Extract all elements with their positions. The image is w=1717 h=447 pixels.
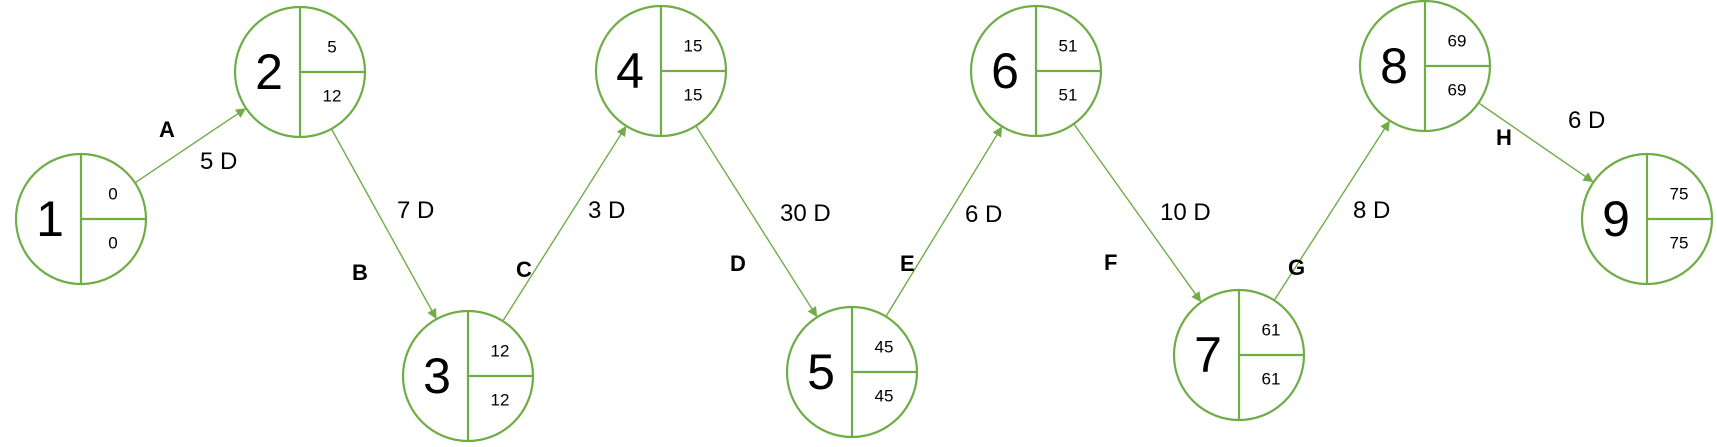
duration-label: 6 D [965, 201, 1002, 228]
node-number: 2 [255, 44, 283, 100]
latest-time: 12 [323, 87, 342, 106]
latest-time: 12 [491, 391, 510, 410]
node-number: 1 [36, 191, 64, 247]
edge-g: G 8 D [1273, 120, 1390, 301]
duration-label: 30 D [780, 200, 831, 227]
duration-label: 7 D [397, 197, 434, 224]
event-node-9: 9 75 75 [1580, 152, 1714, 286]
edge-arrow [695, 125, 818, 318]
event-node-4: 4 15 15 [594, 4, 728, 138]
edge-d: D 30 D [695, 125, 831, 318]
event-node-5: 5 45 45 [785, 305, 919, 439]
latest-time: 15 [684, 86, 703, 105]
activity-label: E [900, 251, 915, 276]
activity-label: H [1496, 125, 1512, 150]
activity-label: A [159, 117, 175, 142]
earliest-time: 45 [875, 338, 894, 357]
duration-label: 8 D [1353, 197, 1390, 224]
edge-arrow [1073, 123, 1202, 303]
duration-label: 3 D [588, 197, 625, 224]
latest-time: 61 [1262, 370, 1281, 389]
edge-a: A 5 D [134, 108, 247, 184]
duration-label: 10 D [1160, 199, 1211, 226]
latest-time: 45 [875, 387, 894, 406]
earliest-time: 69 [1448, 32, 1467, 51]
earliest-time: 51 [1059, 37, 1078, 56]
edge-arrow [134, 108, 247, 184]
activity-label: G [1288, 255, 1305, 280]
edge-h: H 6 D [1478, 102, 1605, 183]
node-number: 7 [1194, 327, 1222, 383]
duration-label: 5 D [200, 148, 237, 175]
event-node-7: 7 61 61 [1172, 288, 1306, 422]
earliest-time: 12 [491, 342, 510, 361]
edges-layer: A 5 D B 7 D C 3 D D 30 D E 6 D F 10 D G 8 D H 6 D [134, 102, 1605, 322]
activity-label: B [352, 260, 368, 285]
earliest-time: 0 [108, 185, 117, 204]
edge-arrow [885, 126, 1003, 317]
node-number: 4 [616, 43, 644, 99]
event-node-8: 8 69 69 [1358, 0, 1492, 133]
event-node-1: 1 0 0 [14, 152, 148, 286]
node-number: 3 [423, 348, 451, 404]
edge-arrow [330, 128, 437, 320]
latest-time: 75 [1670, 234, 1689, 253]
earliest-time: 5 [327, 38, 336, 57]
activity-label: C [516, 257, 532, 282]
earliest-time: 15 [684, 37, 703, 56]
activity-label: D [730, 251, 746, 276]
edge-arrow [1273, 120, 1390, 301]
node-number: 6 [991, 43, 1019, 99]
latest-time: 51 [1059, 86, 1078, 105]
edge-f: F 10 D [1073, 123, 1211, 303]
latest-time: 69 [1448, 81, 1467, 100]
event-node-2: 2 5 12 [233, 5, 367, 139]
earliest-time: 61 [1262, 321, 1281, 340]
node-number: 9 [1602, 191, 1630, 247]
event-node-6: 6 51 51 [969, 4, 1103, 138]
node-number: 8 [1380, 38, 1408, 94]
edge-c: C 3 D [502, 125, 627, 322]
event-node-3: 3 12 12 [401, 309, 535, 443]
duration-label: 6 D [1568, 107, 1605, 134]
activity-label: F [1104, 250, 1117, 275]
edge-arrow [502, 125, 627, 322]
edge-e: E 6 D [885, 126, 1003, 317]
latest-time: 0 [108, 234, 117, 253]
node-number: 5 [807, 344, 835, 400]
nodes-layer: 1 0 0 2 5 12 3 12 12 4 15 15 5 45 45 6 51 51 7 61 61 8 69 69 9 75… [14, 0, 1714, 443]
edge-arrow [1478, 102, 1594, 183]
edge-b: B 7 D [330, 128, 437, 320]
earliest-time: 75 [1670, 185, 1689, 204]
